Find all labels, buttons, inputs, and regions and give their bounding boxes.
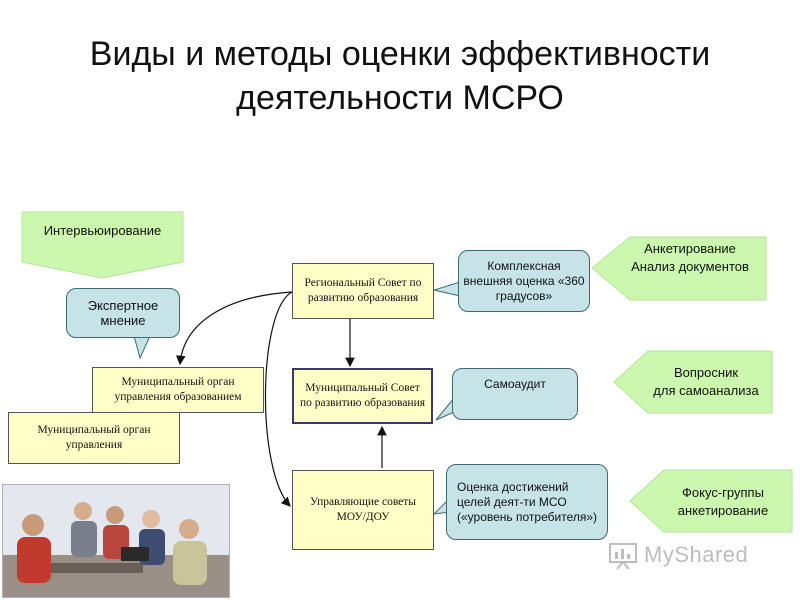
self-audit-label: Самоаудит xyxy=(484,377,546,391)
method-interview-label: Интервьюирование xyxy=(43,223,162,238)
presentation-board-icon xyxy=(609,543,637,570)
arrow-regional-to-edu-body xyxy=(175,291,293,366)
self-audit-callout: Самоаудит xyxy=(452,368,578,420)
expert-opinion-callout: Экспертное мнение xyxy=(66,288,180,338)
meeting-photo-illustration xyxy=(3,485,229,597)
arrow-regional-to-governing xyxy=(264,291,293,507)
achievement-callout: Оценка достижений целей деят-ти МСО («ур… xyxy=(446,464,608,540)
municipal-edu-body-label: Муниципальный орган управления образован… xyxy=(114,376,242,403)
interview-shape xyxy=(21,211,184,279)
expert-opinion-tail xyxy=(133,335,151,360)
method-survey-label: Анкетирование xyxy=(644,241,736,256)
municipal-edu-body-box: Муниципальный орган управления образован… xyxy=(92,367,264,413)
method-interview: Интервьюирование xyxy=(22,222,183,240)
municipal-body-label: Муниципальный орган управления xyxy=(37,424,151,451)
municipal-body-box: Муниципальный орган управления xyxy=(8,412,180,464)
watermark: MyShared xyxy=(608,538,768,572)
watermark-text: MyShared xyxy=(644,542,749,567)
municipal-council-label: Муниципальный Совет по развитию образова… xyxy=(299,382,426,409)
title-line-1: Виды и методы оценки эффективности xyxy=(89,35,711,73)
regional-council-box: Региональный Совет по развитию образован… xyxy=(292,263,434,319)
complex-assessment-label: Комплексная внешняя оценка «360 градусов… xyxy=(463,258,585,303)
method-questionnaire: Вопросник для самоанализа xyxy=(636,364,776,400)
achievement-label: Оценка достижений целей деят-ти МСО («ур… xyxy=(457,479,598,524)
method-questionnaire-label-2: для самоанализа xyxy=(653,383,759,398)
survey-docs-shape xyxy=(591,236,767,301)
meeting-photo xyxy=(2,484,230,598)
method-focus-label-1: Фокус-группы xyxy=(682,485,764,500)
method-survey-docs: Анкетирование Анализ документов xyxy=(610,240,770,276)
focus-groups-shape xyxy=(629,469,793,533)
method-focus-groups: Фокус-группы анкетирование xyxy=(652,484,794,520)
governing-councils-label: Управляющие советы МОУ/ДОУ xyxy=(309,496,417,523)
expert-opinion-label: Экспертное мнение xyxy=(87,298,159,328)
method-focus-label-2: анкетирование xyxy=(677,503,769,518)
complex-assessment-tail xyxy=(432,281,461,297)
municipal-council-box: Муниципальный Совет по развитию образова… xyxy=(292,368,433,424)
method-questionnaire-label-1: Вопросник xyxy=(673,365,739,380)
governing-councils-box: Управляющие советы МОУ/ДОУ xyxy=(292,470,434,550)
title-line-2: деятельности МСРО xyxy=(236,79,564,117)
method-docs-label: Анализ документов xyxy=(631,259,749,274)
complex-assessment-callout: Комплексная внешняя оценка «360 градусов… xyxy=(458,250,590,312)
regional-council-label: Региональный Совет по развитию образован… xyxy=(304,277,422,304)
questionnaire-shape xyxy=(613,350,773,414)
page-title: Виды и методы оценки эффективности деяте… xyxy=(0,32,800,120)
